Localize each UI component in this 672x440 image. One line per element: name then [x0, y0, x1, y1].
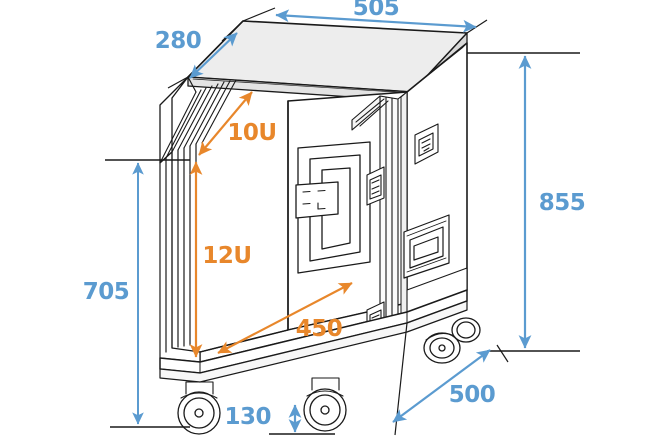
castor-front [177, 381, 221, 435]
dimension-12U: 12U [189, 161, 252, 358]
dimension-10U: 10U [198, 91, 277, 156]
dimension-label-500: 500 [449, 382, 496, 408]
flight-case-body [159, 20, 481, 435]
dimension-label-505: 505 [353, 0, 400, 21]
dimension-855: 855 [467, 52, 586, 352]
rack-rail [295, 141, 371, 274]
dimension-label-705: 705 [83, 279, 130, 305]
dimension-label-280: 280 [155, 28, 202, 54]
dimension-label-855: 855 [539, 190, 586, 216]
recessed-handle [403, 214, 450, 279]
dimension-label-12U: 12U [202, 243, 251, 269]
butterfly-latch-middle [366, 166, 385, 206]
dimension-label-450: 450 [296, 316, 343, 342]
door-edge-extrusion [351, 95, 399, 323]
dimension-500: 500 [392, 322, 509, 436]
dimension-505: 505 [242, 0, 488, 34]
dimension-705: 705 [83, 159, 190, 428]
butterfly-latch-top [414, 123, 439, 165]
castor-middle [303, 377, 347, 432]
dimension-280: 280 [155, 20, 244, 89]
dimension-130: 130 [224, 404, 335, 435]
castor-left-rear [451, 317, 481, 343]
dimension-label-130: 130 [224, 404, 271, 430]
dimension-450: 450 [217, 282, 353, 354]
dimension-label-10U: 10U [227, 120, 276, 146]
